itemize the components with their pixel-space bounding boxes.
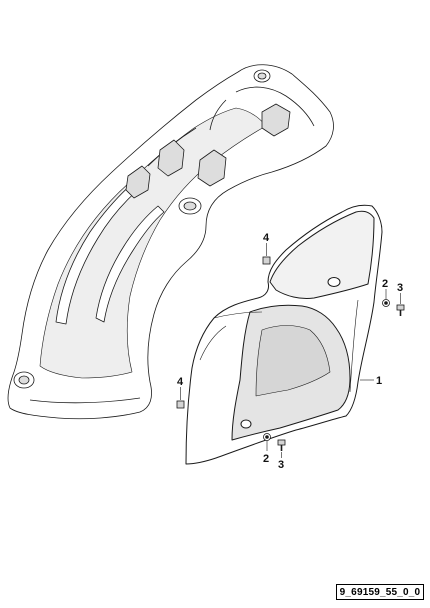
screw-upper-head (396, 304, 405, 311)
fender-mount-hole-bottom-inner (18, 375, 30, 385)
cover-panel-edge-line-3 (199, 325, 227, 361)
fender-slot-inner (95, 205, 165, 323)
fender-mount-hole-middle-inner (183, 201, 197, 211)
callout-part-3-upper: 3 (397, 282, 403, 294)
fender-mount-hole-top-inner (257, 72, 267, 80)
washer-lower-hole (265, 435, 269, 439)
screw-lower-head (277, 439, 286, 446)
washer-upper-hole (384, 301, 388, 305)
clip-nut-upper-body (262, 256, 271, 265)
washer-upper (382, 289, 390, 307)
cover-panel-edge-line-2 (349, 299, 359, 393)
fender-lower-lip (29, 397, 141, 404)
callout-part-4-lower: 4 (177, 376, 184, 388)
callout-part-1: 1 (376, 375, 382, 387)
fender-clip-3 (261, 103, 291, 137)
screw-lower (277, 439, 286, 458)
callout-part-2-lower: 2 (263, 453, 269, 465)
clip-nut-lower-body (176, 400, 185, 409)
fender-clip-4 (125, 165, 151, 199)
clip-nut-upper (262, 243, 271, 265)
cover-panel-hole-lower (240, 419, 252, 429)
cover-panel-edge-line-1 (213, 311, 263, 319)
fender-inner-surface (39, 107, 267, 379)
cover-panel-upper-face (269, 210, 375, 299)
cover-panel-part (185, 204, 383, 465)
drawing-id-text: 9_69159_55_0_0 (339, 586, 421, 598)
fender-rib-2 (209, 99, 227, 131)
screw-upper (396, 293, 405, 316)
fender-reference-part (7, 64, 334, 420)
fender-rib-1 (235, 86, 315, 127)
washer-lower (263, 433, 271, 451)
fender-clip-2 (197, 149, 227, 187)
cover-panel-hole-upper (327, 277, 341, 287)
cover-panel-pocket-shadow (255, 325, 331, 397)
clip-nut-lower (176, 387, 185, 409)
fender-clip-1 (157, 139, 185, 177)
callout-part-3-lower: 3 (278, 459, 284, 471)
callout-part-4-upper: 4 (263, 232, 270, 244)
callout-part-2-upper: 2 (382, 278, 388, 290)
drawing-id-label: 9_69159_55_0_0 (336, 584, 424, 600)
